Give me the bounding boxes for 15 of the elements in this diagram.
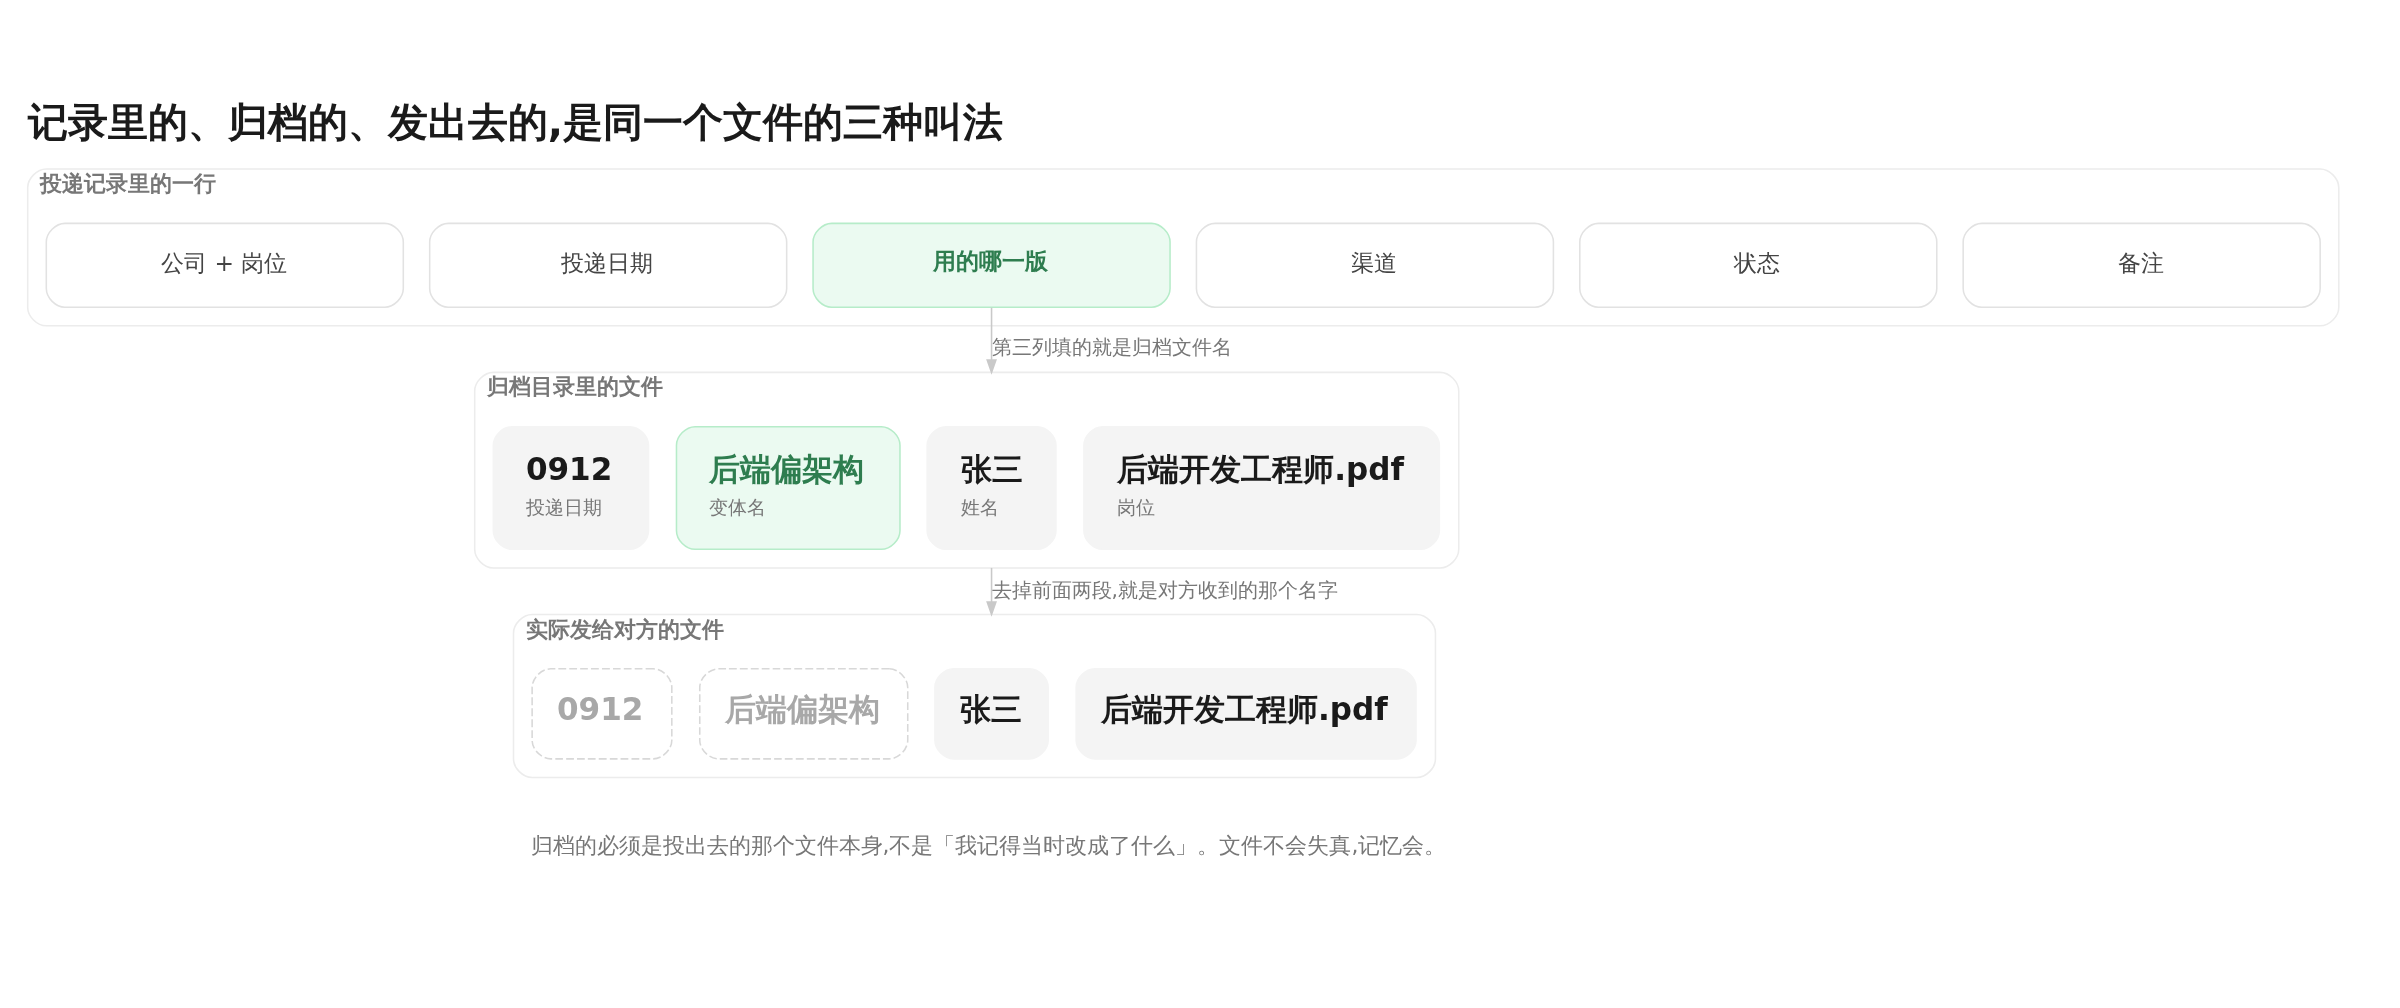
edge-label: 第三列填的就是归档文件名 — [991, 335, 1232, 360]
caption: 归档的必须是投出去的那个文件本身,不是「我记得当时改成了什么」。文件不会失真,记忆会。 — [530, 833, 1447, 859]
node-box: 渠道 — [1195, 222, 1555, 308]
diagram-title: 记录里的、归档的、发出去的,是同一个文件的三种叫法 — [27, 99, 1004, 147]
node-box: 投递日期 — [428, 222, 788, 308]
node-box: 用的哪一版 — [812, 222, 1171, 308]
node-box: 后端偏架构 变体名 — [675, 425, 901, 551]
arrow — [986, 306, 997, 375]
arrow — [986, 567, 997, 617]
node-box: 公司 + 岗位 — [45, 222, 405, 308]
node-box: 0912 — [531, 668, 673, 760]
edge-label: 去掉前面两段,就是对方收到的那个名字 — [991, 577, 1338, 602]
node-box: 备注 — [1962, 222, 2321, 308]
node-box: 状态 — [1579, 222, 1938, 308]
node-box: 后端偏架构 — [698, 668, 909, 760]
